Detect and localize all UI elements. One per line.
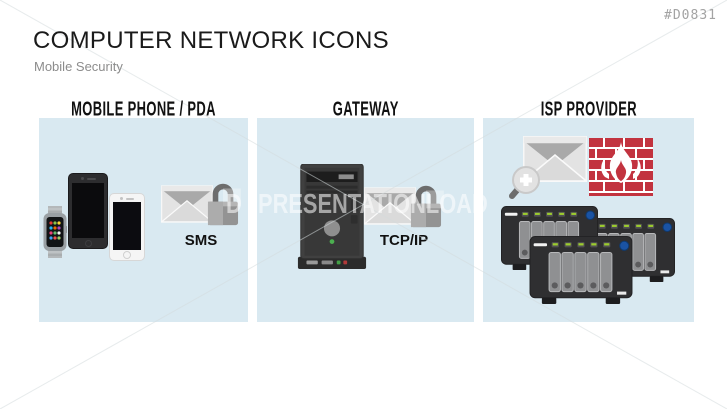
speaker-slit	[126, 197, 134, 200]
nas-server-icon	[529, 236, 633, 304]
panel-mobile-phone: SMS	[39, 118, 248, 322]
smartphone-light-icon	[109, 193, 145, 261]
email-search-icon	[509, 136, 587, 199]
speaker-slit	[87, 178, 96, 180]
template-code: #D0831	[664, 8, 717, 23]
phone-screen	[113, 202, 141, 250]
padlock-icon	[207, 183, 241, 226]
tcpip-label: TCP/IP	[379, 232, 429, 249]
padlock-icon	[410, 185, 444, 228]
panel-gateway: TCP/IP	[257, 118, 474, 322]
camera-dot	[81, 177, 84, 180]
home-button	[84, 239, 92, 247]
sms-label: SMS	[184, 232, 218, 249]
panel-header-mobile-phone: MOBILE PHONE / PDA	[71, 97, 216, 121]
panel-header-isp-provider: ISP PROVIDER	[540, 97, 637, 121]
firewall-icon	[589, 138, 653, 196]
smartwatch-icon	[43, 206, 67, 258]
panel-header-gateway: GATEWAY	[332, 97, 399, 121]
server-tower-icon	[297, 164, 367, 270]
page-subtitle: Mobile Security	[34, 59, 123, 74]
secure-message-icon	[161, 180, 241, 230]
phone-screen	[72, 183, 104, 238]
panel-isp-provider	[483, 118, 694, 322]
page-title: COMPUTER NETWORK ICONS	[33, 27, 389, 54]
smartphone-dark-icon	[68, 173, 108, 249]
home-button	[123, 251, 131, 259]
camera-dot	[120, 197, 123, 200]
secure-message-icon	[364, 182, 444, 232]
